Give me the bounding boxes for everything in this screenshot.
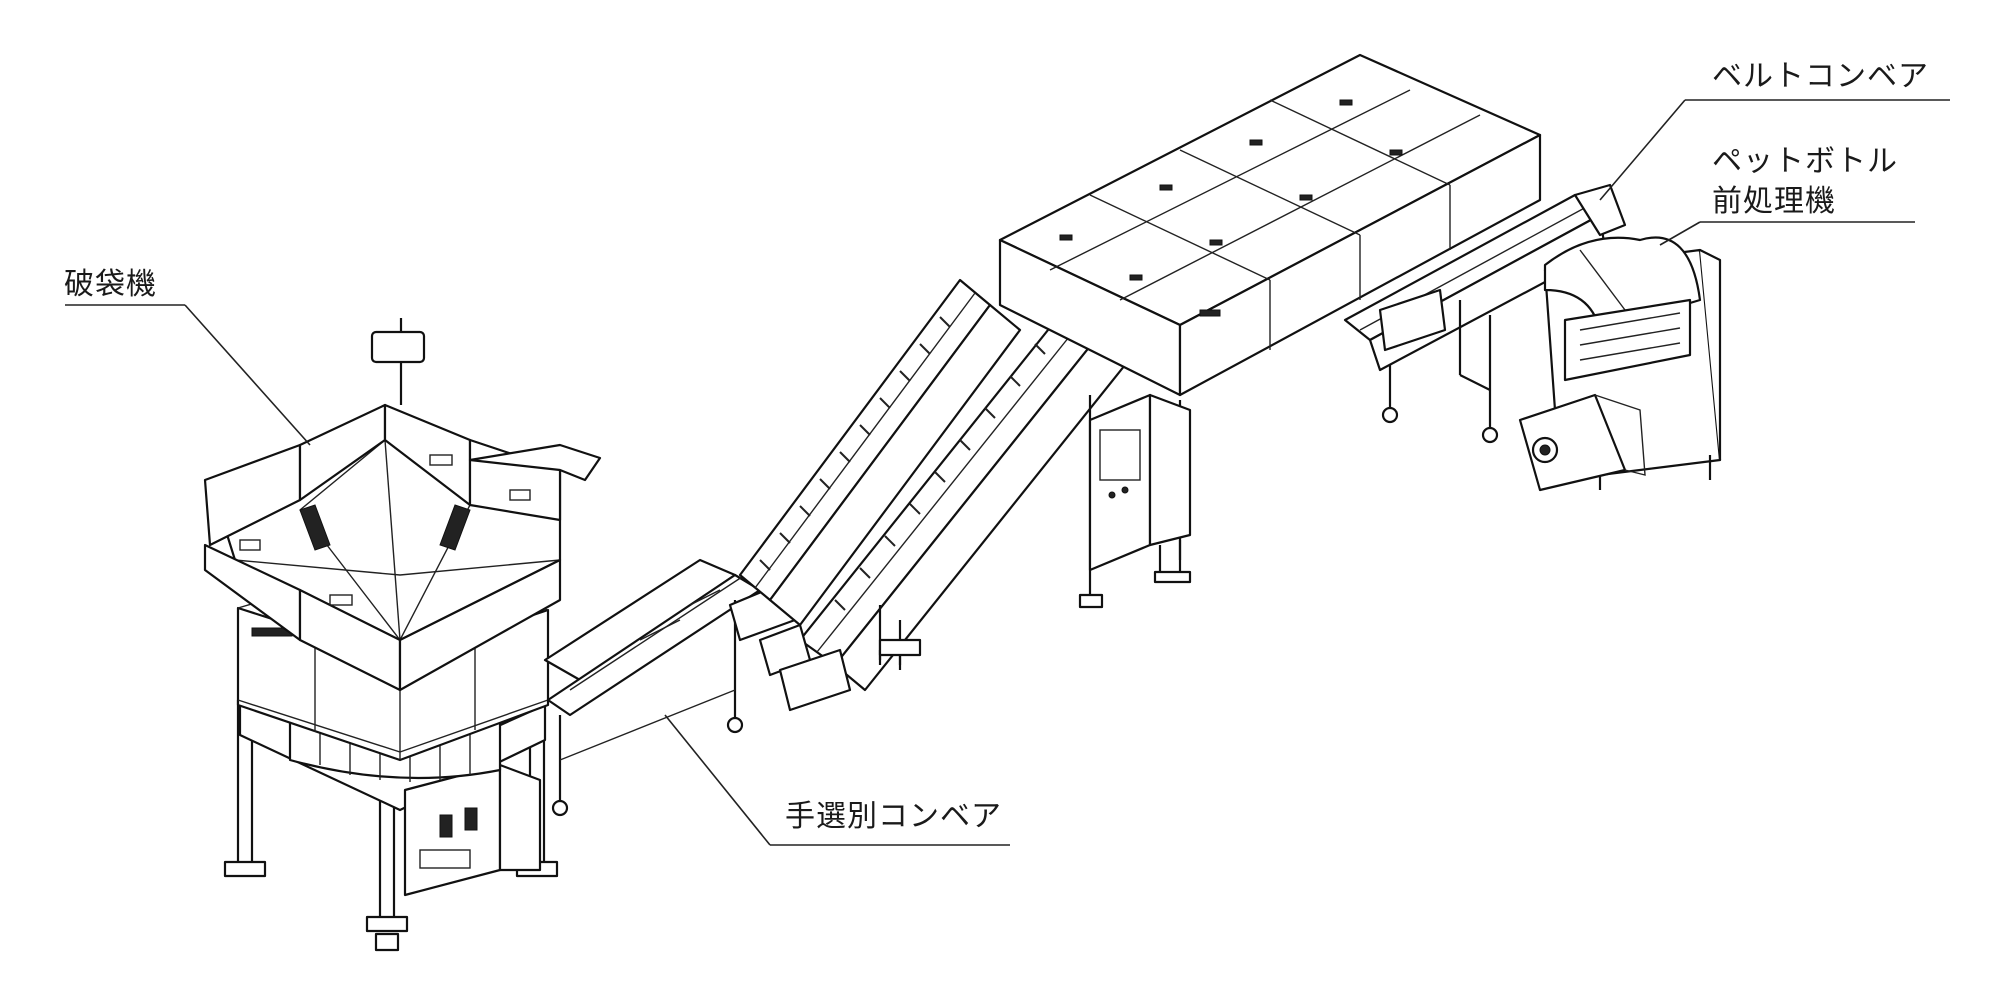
bag-breaker-control-box (403, 763, 542, 897)
label-belt-conveyor: ベルトコンベア (1712, 57, 1929, 97)
bag-breaker-sign-post (370, 318, 426, 405)
inclined-conveyor-left (738, 278, 1022, 627)
covered-conveyor (998, 53, 1542, 609)
belt-conveyor-leader-line (1599, 99, 1686, 201)
bag-breaker-side-arm (468, 443, 602, 482)
label-hand-sorting-conveyor-text: 手選別コンベア (785, 799, 1002, 834)
label-belt-conveyor-text: ベルトコンベア (1712, 59, 1929, 94)
bag-breaker-hopper-panels (203, 403, 562, 692)
label-pet-bottle-preprocessor-line1: ペットボトル (1712, 144, 1898, 179)
hand-sorting-conveyor-leader-line (664, 714, 771, 846)
inclined-conveyor-right (758, 313, 1127, 712)
control-panel (1088, 393, 1192, 584)
pet-bottle-preprocessor-leader-line (1659, 221, 1701, 246)
pet-bottle-preprocessor (1518, 221, 1915, 492)
label-bag-breaker-text: 破袋機 (64, 267, 157, 302)
bag-breaker (203, 318, 602, 952)
belt-conveyor (1343, 99, 1950, 444)
label-bag-breaker: 破袋機 (64, 265, 157, 305)
label-hand-sorting-conveyor: 手選別コンベア (785, 797, 1002, 837)
label-pet-bottle-preprocessor-line2: 前処理機 (1712, 184, 1836, 219)
label-pet-bottle-preprocessor: ペットボトル 前処理機 (1712, 142, 1898, 222)
